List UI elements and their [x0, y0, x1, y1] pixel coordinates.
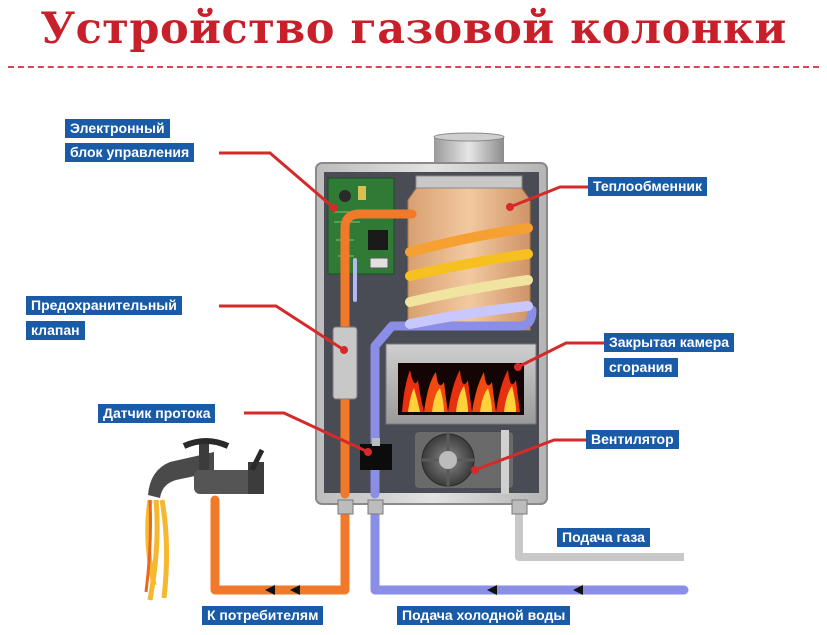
- exchanger-coils: [405, 223, 533, 329]
- label-fan: Вентилятор: [586, 430, 679, 449]
- label-flow-sensor: Датчик протока: [98, 404, 216, 423]
- flow-sensor: [360, 438, 392, 470]
- label-heat-exchanger: Теплообменник: [588, 177, 708, 196]
- page-title: Устройство газовой колонки: [40, 4, 787, 54]
- flames: [402, 370, 520, 412]
- arrow-icon: [487, 585, 497, 595]
- leader-lines: [219, 151, 604, 472]
- leader-dots: [330, 203, 522, 474]
- control-board: [327, 177, 395, 275]
- label-control-unit-line1: Электронный: [65, 119, 170, 138]
- label-combustion-line1: Закрытая камера: [604, 333, 735, 352]
- hot-water-pipe: [210, 209, 417, 595]
- gas-pipe: [501, 430, 684, 561]
- label-control-unit-line2: блок управления: [65, 143, 195, 162]
- combustion-chamber: [385, 343, 537, 425]
- faucet: [144, 438, 265, 601]
- arrow-icon: [290, 585, 300, 595]
- label-gas-supply: Подача газа: [557, 528, 650, 547]
- safety-valve: [332, 326, 358, 400]
- label-safety-valve-line2: клапан: [26, 321, 85, 340]
- flow-arrows: [265, 585, 583, 595]
- label-cold-water: Подача холодной воды: [397, 606, 571, 625]
- chimney: [433, 132, 505, 167]
- label-combustion-line2: сгорания: [604, 358, 678, 377]
- arrow-icon: [573, 585, 583, 595]
- label-safety-valve-line1: Предохранительный: [26, 296, 182, 315]
- arrow-icon: [265, 585, 275, 595]
- label-to-consumers: К потребителям: [202, 606, 324, 625]
- fan: [415, 432, 513, 488]
- title-divider: [8, 66, 819, 68]
- pipe-fittings: [337, 499, 528, 515]
